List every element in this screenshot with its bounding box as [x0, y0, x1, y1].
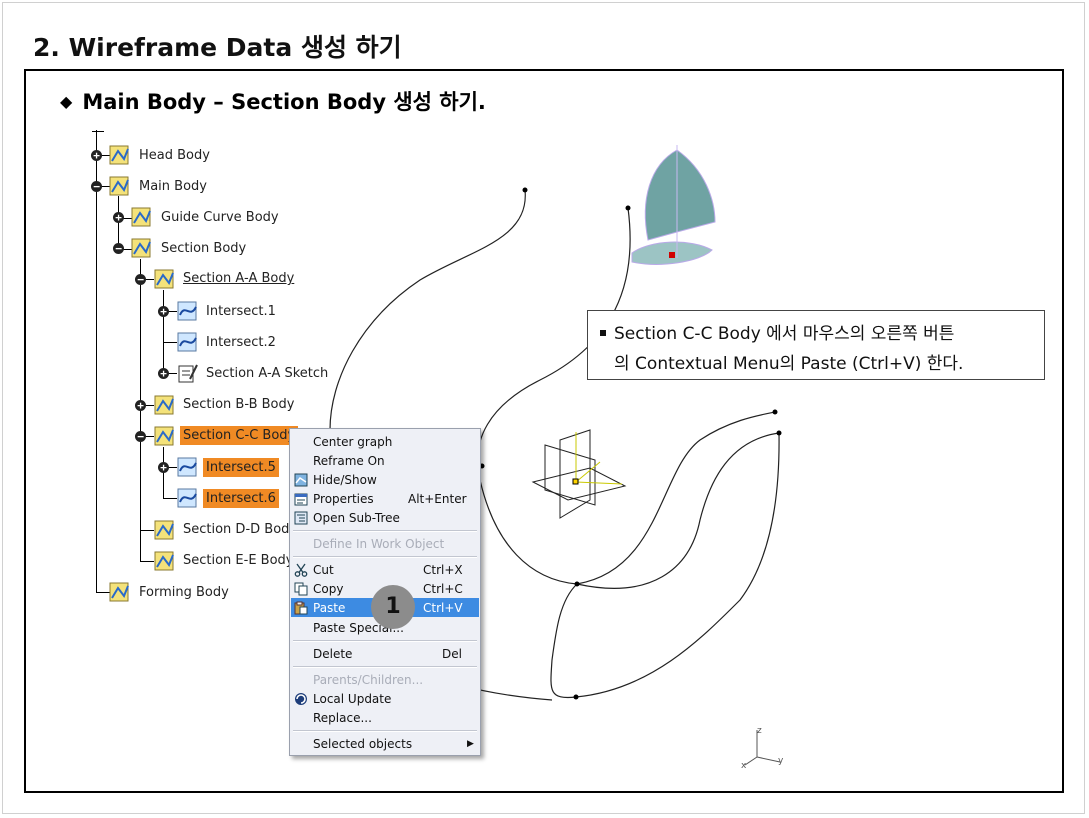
tree-item-section-ee-body[interactable]: Section E-E Body — [183, 553, 294, 568]
properties-icon — [294, 493, 308, 505]
compass-axes — [744, 730, 781, 766]
expand-section-aa-sketch-button[interactable]: + — [158, 368, 169, 379]
body-icon — [154, 551, 174, 571]
menu-item-local-update[interactable]: Local Update — [291, 689, 479, 708]
intersect-icon — [177, 301, 197, 321]
menu-item-replace[interactable]: Replace... — [313, 710, 372, 725]
body-icon — [131, 207, 151, 227]
tree-item-intersect2[interactable]: Intersect.2 — [206, 335, 276, 350]
tree-item-intersect5[interactable]: Intersect.5 — [203, 458, 279, 477]
update-icon — [295, 692, 307, 705]
paste-icon — [294, 601, 308, 614]
axis-label-z: z — [757, 726, 762, 736]
expand-intersect1-button[interactable]: + — [158, 306, 169, 317]
expand-guide-curve-body-button[interactable]: + — [113, 212, 124, 223]
menu-item-hide-show[interactable]: Hide/Show — [291, 470, 479, 489]
subtitle: ◆ Main Body – Section Body 생성 하기. — [60, 86, 486, 116]
page-title: 2. Wireframe Data 생성 하기 — [33, 33, 402, 62]
axis-planes — [531, 429, 627, 519]
body-icon — [109, 176, 129, 196]
submenu-arrow-icon: ▶ — [467, 738, 474, 749]
body-icon — [154, 269, 174, 289]
surface-sail — [631, 145, 716, 265]
body-icon — [131, 238, 151, 258]
curve-4 — [550, 432, 780, 699]
curve-3 — [576, 411, 776, 585]
square-bullet-icon — [600, 330, 606, 336]
intersect-icon — [177, 457, 197, 477]
tree-item-intersect1[interactable]: Intersect.1 — [206, 304, 276, 319]
curve-1 — [329, 189, 526, 431]
body-icon — [154, 395, 174, 415]
tree-item-main-body[interactable]: Main Body — [139, 179, 207, 194]
tree-item-section-body[interactable]: Section Body — [161, 241, 247, 256]
tree-item-section-dd-body[interactable]: Section D-D Body — [183, 522, 298, 537]
sketch-icon — [178, 364, 198, 383]
instruction-callout: Section C-C Body 에서 마우스의 오른쪽 버튼 의 Contex… — [587, 310, 1045, 380]
body-icon — [154, 520, 174, 540]
scissors-icon — [294, 563, 308, 577]
hide-show-icon — [294, 473, 308, 486]
diamond-bullet-icon: ◆ — [60, 92, 73, 111]
expand-intersect5-button[interactable]: + — [158, 462, 169, 473]
callout-line-2: 의 Contextual Menu의 Paste (Ctrl+V) 한다. — [614, 354, 964, 374]
curve-5 — [575, 432, 780, 698]
copy-icon — [294, 582, 308, 595]
body-icon — [109, 582, 129, 602]
menu-item-center-graph[interactable]: Center graph — [313, 434, 393, 449]
tree-item-head-body[interactable]: Head Body — [139, 148, 210, 163]
subtitle-text: Main Body – Section Body 생성 하기. — [82, 90, 486, 114]
menu-item-selected-objects[interactable]: Selected objects▶ — [313, 736, 474, 751]
intersect-icon — [177, 488, 197, 508]
body-icon — [109, 145, 129, 165]
menu-item-reframe-on[interactable]: Reframe On — [313, 453, 385, 468]
collapse-section-body-button[interactable]: − — [113, 243, 124, 254]
tree-item-guide-curve-body[interactable]: Guide Curve Body — [161, 210, 279, 225]
menu-item-parents-children: Parents/Children... — [313, 672, 424, 687]
tree-item-forming-body[interactable]: Forming Body — [139, 585, 229, 600]
tree-item-section-bb-body[interactable]: Section B-B Body — [183, 397, 295, 412]
axis-label-x: x — [741, 761, 747, 771]
axis-label-y: y — [778, 756, 784, 766]
open-subtree-icon — [294, 511, 308, 524]
tree-item-intersect6[interactable]: Intersect.6 — [203, 489, 279, 508]
curve-2 — [476, 207, 631, 585]
expand-section-bb-body-button[interactable]: + — [135, 400, 146, 411]
collapse-section-aa-body-button[interactable]: − — [135, 274, 146, 285]
callout-line-1: Section C-C Body 에서 마우스의 오른쪽 버튼 — [614, 324, 955, 344]
menu-item-open-subtree[interactable]: Open Sub-Tree — [291, 508, 479, 527]
step-marker: 1 — [371, 585, 415, 629]
collapse-section-cc-body-button[interactable]: − — [135, 431, 146, 442]
tree-item-section-aa-sketch[interactable]: Section A-A Sketch — [206, 366, 329, 381]
body-icon — [154, 426, 174, 446]
collapse-main-body-button[interactable]: − — [91, 181, 102, 192]
tree-item-section-cc-body[interactable]: Section C-C Body — [180, 426, 299, 445]
intersect-icon — [177, 332, 197, 352]
expand-head-body-button[interactable]: + — [91, 150, 102, 161]
menu-item-define-in-work-object: Define In Work Object — [313, 536, 445, 551]
tree-item-section-aa-body[interactable]: Section A-A Body — [183, 271, 295, 286]
